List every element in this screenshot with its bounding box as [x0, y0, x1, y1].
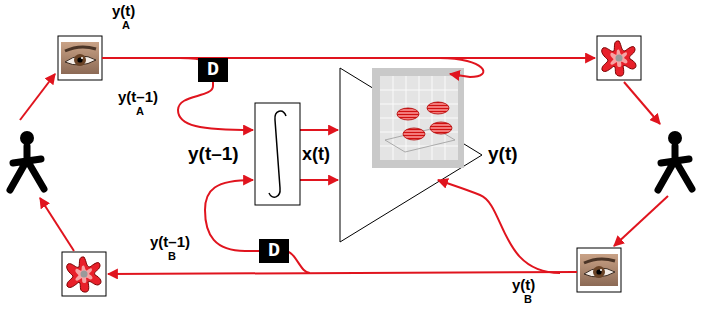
model-triangle — [340, 68, 482, 242]
integral-sign — [269, 111, 286, 197]
signal-label: y(t) — [512, 276, 535, 293]
eye-picture — [58, 36, 102, 80]
wire — [440, 58, 483, 77]
signal-label: y(t) — [112, 2, 135, 19]
subscript-label: B — [524, 293, 532, 306]
signal-label: y(t–1) — [150, 233, 190, 250]
delay-box: D — [259, 239, 289, 263]
blob-picture — [62, 252, 106, 296]
eye-picture — [577, 248, 621, 292]
wire — [624, 82, 660, 124]
signal-wires — [20, 58, 668, 274]
agent-figure — [658, 131, 692, 190]
wire — [20, 74, 55, 120]
signal-label: y(t–1) — [118, 88, 158, 105]
wire — [178, 58, 253, 130]
delay-box: D — [198, 58, 228, 82]
subscript-label: B — [168, 250, 176, 263]
wire — [40, 198, 74, 251]
subscript-label: A — [122, 19, 130, 32]
delay-label: D — [207, 58, 219, 81]
wire — [102, 57, 595, 59]
signal-label: y(t–1) — [188, 143, 239, 165]
signal-label: y(t) — [488, 143, 518, 165]
wire — [614, 196, 668, 246]
blob-picture — [597, 36, 641, 80]
signal-wires — [438, 58, 560, 273]
wire — [438, 180, 560, 273]
wire — [300, 129, 338, 131]
agent-figure — [10, 131, 44, 190]
wire — [108, 272, 577, 274]
wire — [300, 179, 338, 181]
delay-label: D — [268, 239, 280, 262]
mixture-plot — [372, 68, 464, 168]
integrator-box — [255, 103, 300, 205]
subscript-label: A — [136, 105, 144, 118]
signal-label: x(t) — [302, 144, 330, 165]
